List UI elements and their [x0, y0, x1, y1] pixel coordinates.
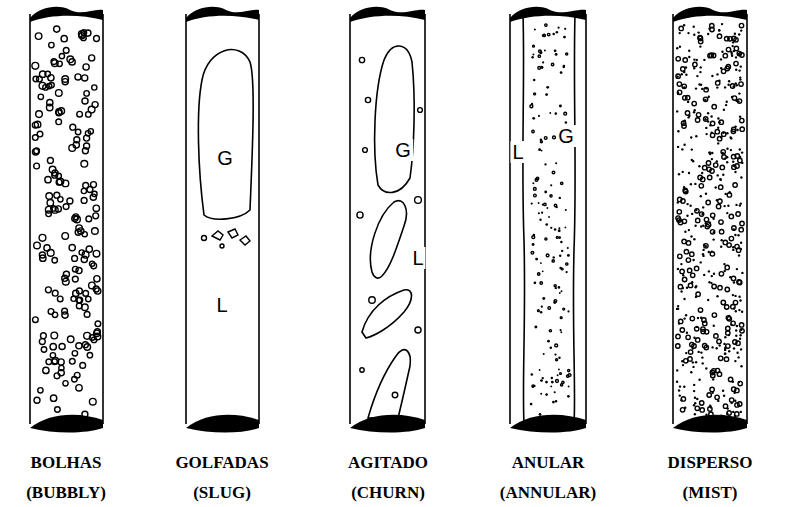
phase-label: G: [393, 139, 413, 161]
pattern-caption: AGITADO: [348, 454, 428, 471]
pattern-caption: (MIST): [683, 484, 738, 501]
bubble-texture: [32, 23, 744, 417]
pattern-caption: DISPERSO: [667, 454, 752, 471]
pattern-caption: (SLUG): [193, 484, 251, 501]
phase-label: G: [215, 147, 235, 169]
phase-label: L: [410, 247, 425, 269]
pattern-caption: (BUBBLY): [26, 484, 106, 501]
pattern-caption: GOLFADAS: [175, 454, 268, 471]
pattern-caption: (CHURN): [351, 484, 425, 501]
phase-label: G: [556, 125, 576, 147]
phase-label: L: [214, 294, 229, 316]
pattern-caption: (ANNULAR): [500, 484, 596, 501]
pattern-caption: ANULAR: [512, 454, 585, 471]
phase-label: L: [510, 141, 525, 163]
pattern-caption: BOLHAS: [31, 454, 102, 471]
